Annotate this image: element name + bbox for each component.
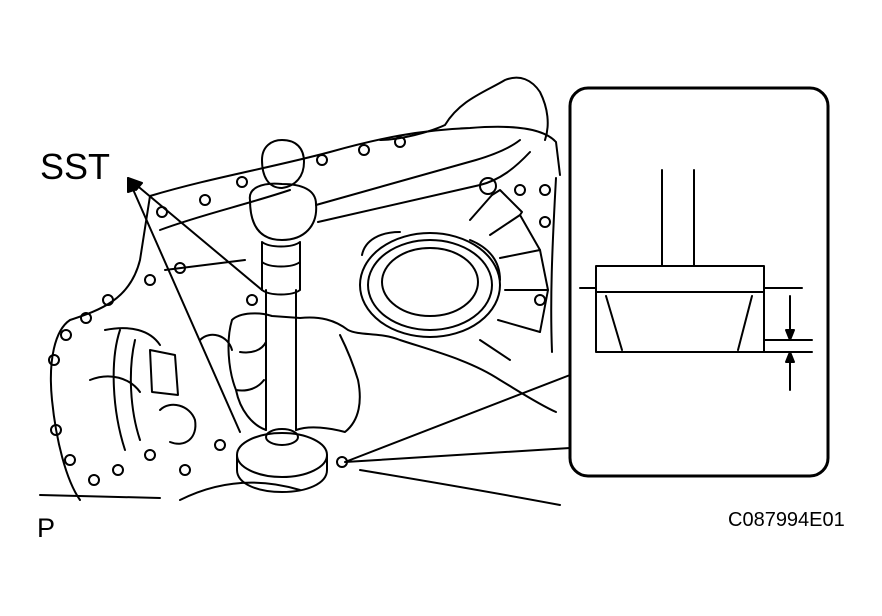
gripping-hand	[227, 312, 557, 433]
hammer-handle	[315, 139, 531, 223]
bolt-bosses	[48, 136, 551, 486]
case-outer-edge	[149, 125, 561, 353]
bearing-bore	[359, 231, 501, 338]
detail-shaft	[661, 169, 695, 267]
sst-shaft	[265, 289, 297, 431]
transaxle-case	[39, 76, 561, 506]
sst-label: SST	[40, 146, 111, 187]
callout-connector	[344, 374, 571, 463]
detail-callout	[568, 86, 830, 478]
hammer-head	[261, 139, 305, 189]
case-inner-rib	[89, 189, 291, 393]
view-marker-label: P	[37, 513, 56, 543]
sst-handle-top	[261, 241, 301, 296]
dimension-arrows	[785, 329, 795, 363]
upper-hand	[379, 76, 549, 141]
sst-leader-line	[127, 177, 263, 433]
detail-housing-lines	[579, 287, 813, 353]
detail-bearing-body	[595, 291, 765, 353]
sst-base-rim	[236, 454, 328, 493]
sst-drift	[236, 241, 328, 493]
detail-bearing-cap	[595, 265, 765, 293]
figure-code: C087994E01	[728, 509, 845, 531]
callout-frame	[568, 86, 830, 478]
sst-base	[236, 432, 328, 478]
sst-leader-arrowheads	[127, 177, 143, 193]
sst-shaft-end	[265, 428, 299, 446]
case-left-edge	[49, 195, 151, 501]
hammer	[248, 139, 531, 241]
case-lower-edge	[39, 469, 561, 506]
radial-ribs	[469, 189, 549, 361]
case-internals	[112, 329, 233, 451]
